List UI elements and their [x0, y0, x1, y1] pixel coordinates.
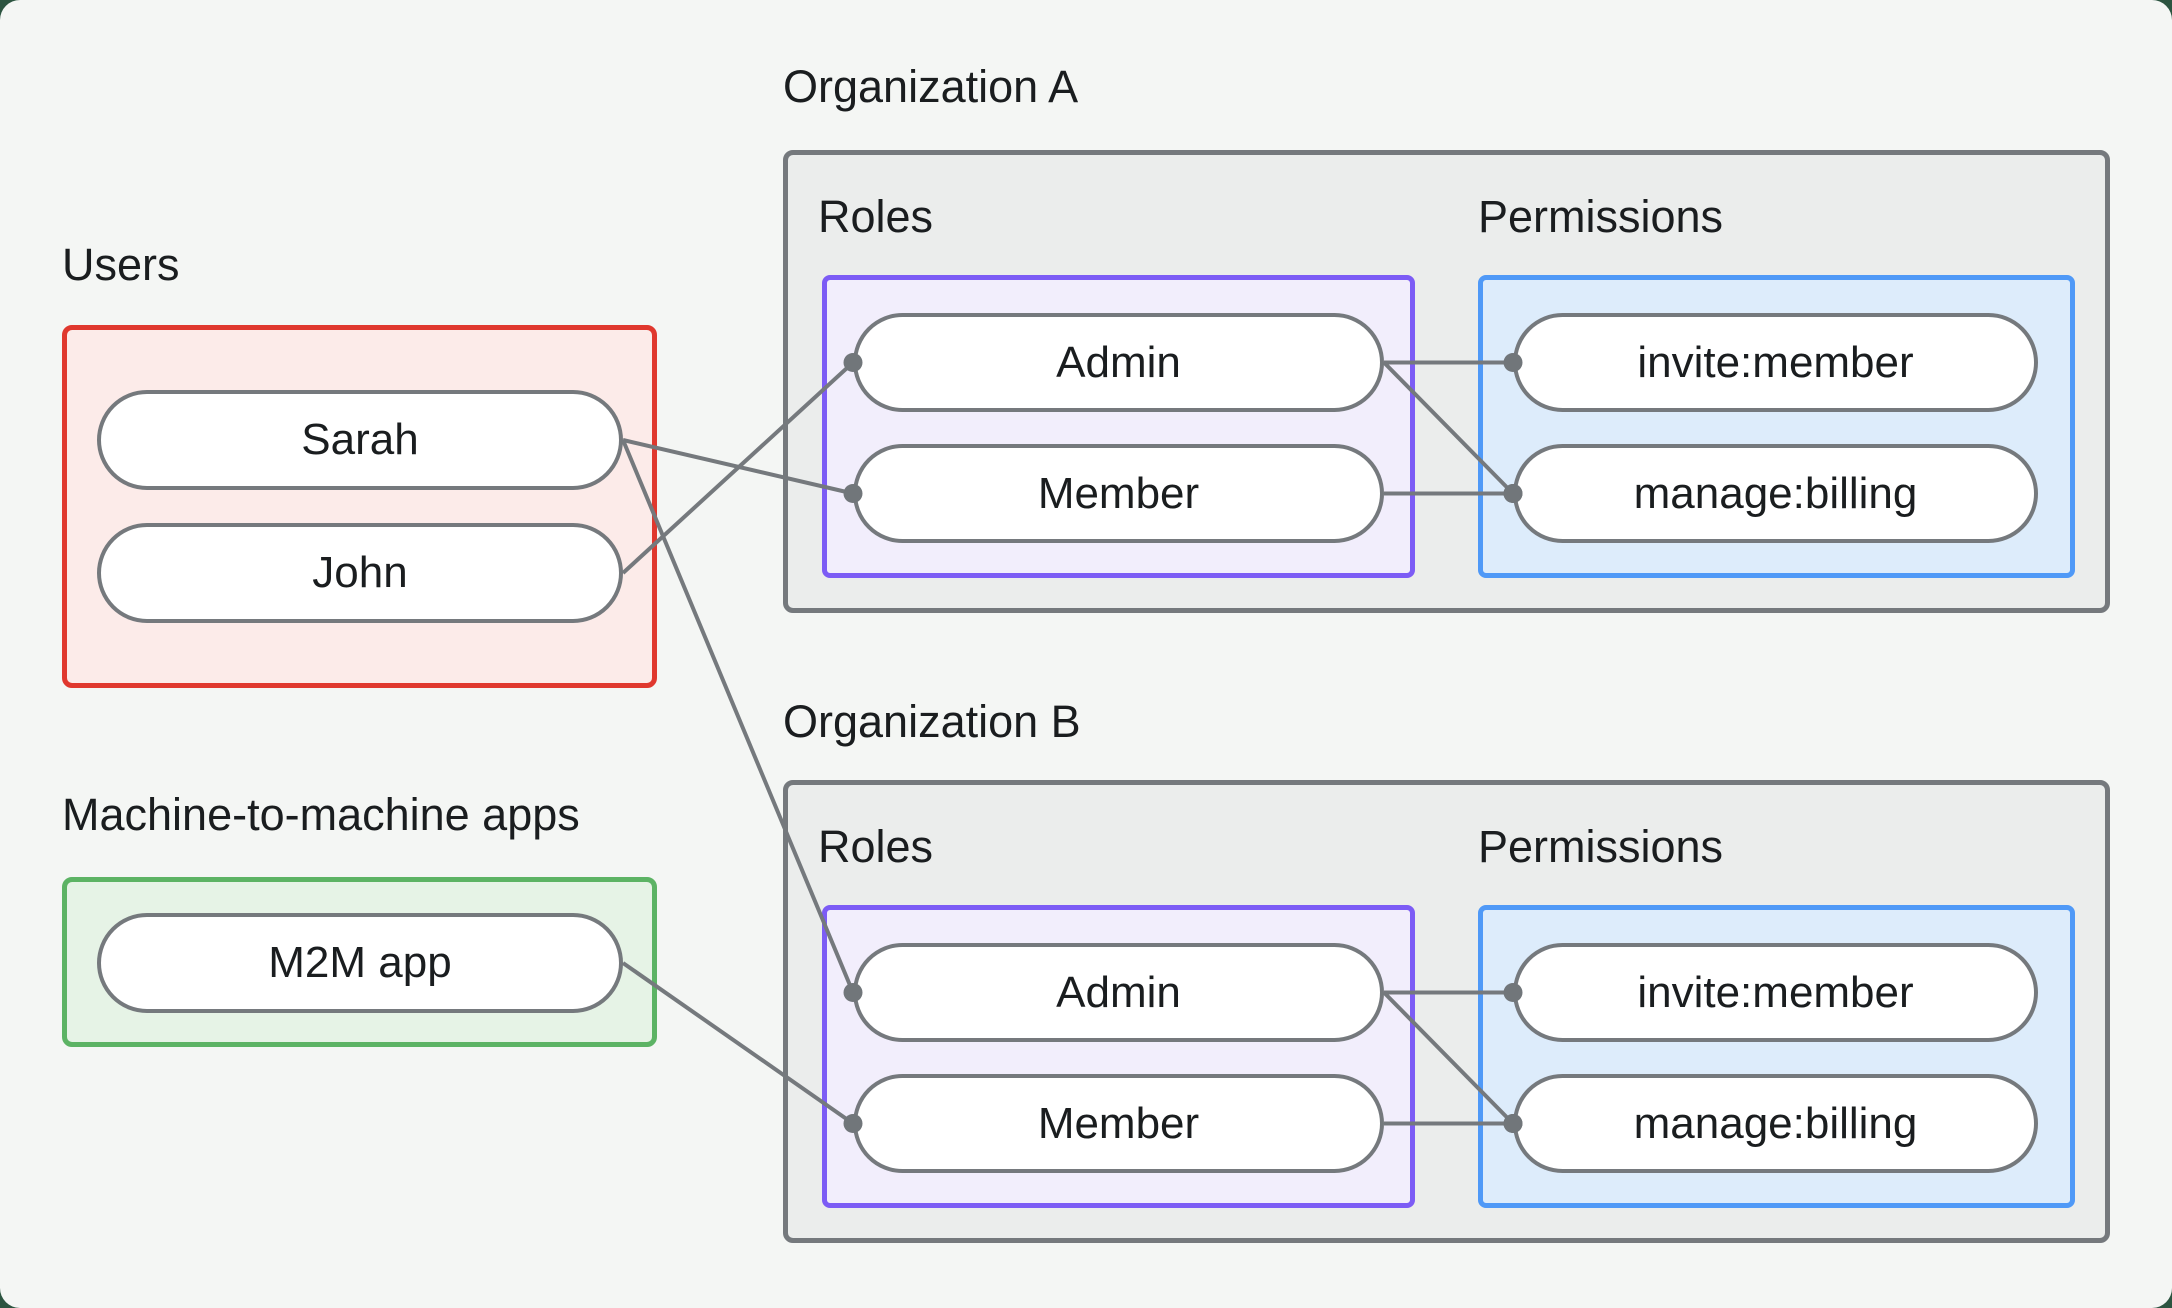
- org-b-permission-invite-member: invite:member: [1513, 943, 2038, 1042]
- users-group-label: Users: [62, 239, 180, 290]
- org-a-roles-label: Roles: [818, 191, 934, 242]
- user-node-sarah: Sarah: [97, 390, 623, 490]
- org-a-box: Roles Permissions Admin Member invite:me…: [783, 150, 2110, 613]
- org-b-permissions-area: invite:member manage:billing: [1478, 905, 2075, 1208]
- org-a-role-member: Member: [853, 444, 1384, 543]
- user-node-john: John: [97, 523, 623, 623]
- org-b-role-member: Member: [853, 1074, 1384, 1173]
- org-a-roles-area: Admin Member: [822, 275, 1415, 578]
- org-b-role-admin: Admin: [853, 943, 1384, 1042]
- m2m-group-box: M2M app: [62, 877, 657, 1047]
- org-a-role-admin: Admin: [853, 313, 1384, 412]
- org-b-box: Roles Permissions Admin Member invite:me…: [783, 780, 2110, 1243]
- org-a-title: Organization A: [783, 61, 1079, 112]
- m2m-group-label: Machine-to-machine apps: [62, 789, 580, 840]
- org-a-permissions-label: Permissions: [1478, 191, 1724, 242]
- org-b-title: Organization B: [783, 696, 1081, 747]
- m2m-app-node: M2M app: [97, 913, 623, 1013]
- org-a-permission-invite-member: invite:member: [1513, 313, 2038, 412]
- users-group-box: Sarah John: [62, 325, 657, 688]
- org-b-permissions-label: Permissions: [1478, 821, 1724, 872]
- org-b-roles-area: Admin Member: [822, 905, 1415, 1208]
- org-a-permissions-area: invite:member manage:billing: [1478, 275, 2075, 578]
- org-b-roles-label: Roles: [818, 821, 934, 872]
- org-a-permission-manage-billing: manage:billing: [1513, 444, 2038, 543]
- org-b-permission-manage-billing: manage:billing: [1513, 1074, 2038, 1173]
